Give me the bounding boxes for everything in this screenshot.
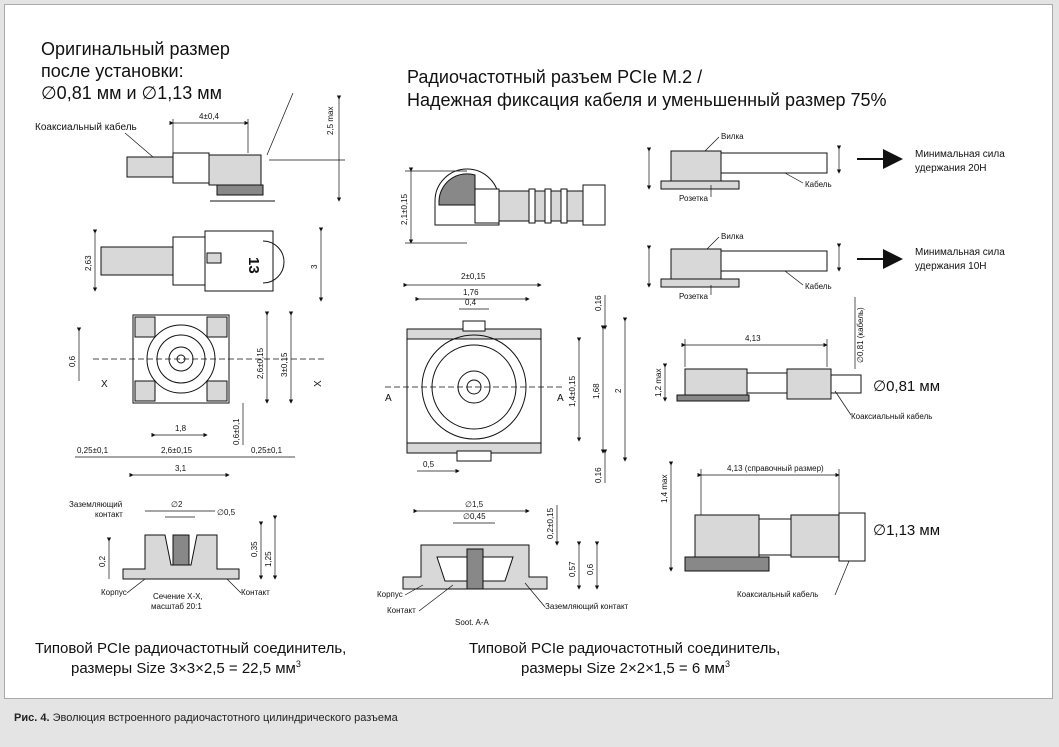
dim-263: 2,63 xyxy=(84,255,93,271)
dim-18: 1,8 xyxy=(175,424,187,433)
section-label-mid: Soot. A-A xyxy=(455,618,489,627)
dim-14max: 1,4 max xyxy=(660,475,669,503)
dim-035: 0,35 xyxy=(250,541,259,557)
dim-016t: 0,16 xyxy=(594,295,603,311)
header-left-line3: ∅0,81 мм и ∅1,13 мм xyxy=(41,83,222,103)
dim-3: 3 xyxy=(310,264,319,269)
dim-02: 0,2 xyxy=(98,555,107,567)
plug-label-1: Вилка xyxy=(721,132,744,141)
dim-05: 0,5 xyxy=(423,460,435,469)
d05-label: ∅0,5 xyxy=(217,508,236,517)
middle-front-view: 2±0,15 1,76 0,4 A A 0,16 1,4±0,15 1,68 2… xyxy=(385,272,628,483)
dim-06-mid: 0,6 xyxy=(586,563,595,575)
coax-label-2: Коаксиальный кабель xyxy=(737,590,818,599)
d045-label: ∅0,45 xyxy=(463,512,486,521)
d15-label: ∅1,5 xyxy=(465,500,484,509)
footer-right-line2: размеры Size 2×2×1,5 = 6 мм3 xyxy=(521,659,730,677)
plug-label-2: Вилка xyxy=(721,232,744,241)
a-left: A xyxy=(385,393,392,404)
dim-176: 1,76 xyxy=(463,288,479,297)
right-081-view: 4,13 ∅0,81 (кабель) 1,2 max ∅0,81 мм Коа… xyxy=(654,297,940,421)
force-10-line2: удержания 10Н xyxy=(915,261,987,272)
d081-label: ∅0,81 мм xyxy=(873,378,940,395)
dim-025l: 0,25±0,1 xyxy=(77,446,109,455)
dim-14: 1,4±0,15 xyxy=(568,375,577,407)
left-top-view: 13 2,63 3 xyxy=(84,227,324,302)
socket-label-2: Розетка xyxy=(679,292,708,301)
dim-26b: 2,6±0,15 xyxy=(161,446,193,455)
dim-4: 4±0,4 xyxy=(199,112,220,121)
dim-057: 0,57 xyxy=(568,561,577,577)
section-label-1: Сечение X-X, xyxy=(153,592,203,601)
socket-label-1: Розетка xyxy=(679,194,708,203)
middle-section-view: ∅1,5 ∅0,45 0,2±0,15 0,57 0,6 Корпус Конт… xyxy=(377,500,629,627)
dim-21: 2,1±0,15 xyxy=(400,193,409,225)
coax-label-1: Коаксиальный кабель xyxy=(851,412,932,421)
force-10-line1: Минимальная сила xyxy=(915,247,1005,258)
header-right-line1: Радиочастотный разъем PCIe M.2 / xyxy=(407,67,702,87)
force-20-line1: Минимальная сила xyxy=(915,149,1005,160)
dim-25max: 2,5 max xyxy=(326,107,335,135)
dim-12max: 1,2 max xyxy=(654,369,663,397)
dim-2r: 2 xyxy=(614,388,623,393)
dim-06pm: 0,6±0,1 xyxy=(232,418,241,445)
left-section-view: Заземляющий контакт ∅2 ∅0,5 0,2 0,35 1,2… xyxy=(69,500,278,611)
marking-13: 13 xyxy=(245,257,262,274)
header-left-line2: после установки: xyxy=(41,61,184,81)
cable-label-1: Кабель xyxy=(805,180,832,189)
x-left: X xyxy=(101,379,108,390)
section-label-2: масштаб 20:1 xyxy=(151,602,202,611)
header-left-line1: Оригинальный размер xyxy=(41,39,230,59)
dim-025r: 0,25±0,1 xyxy=(251,446,283,455)
cable-label-2: Кабель xyxy=(805,282,832,291)
dim-413ref: 4,13 (справочный размер) xyxy=(727,464,824,473)
housing-label: Корпус xyxy=(101,588,127,597)
dim-26: 2,6±0,15 xyxy=(256,347,265,379)
left-side-view: Коаксиальный кабель 4±0,4 2,5 max xyxy=(35,92,345,202)
contact-label-mid: Контакт xyxy=(387,606,416,615)
caption-label: Рис. 4. xyxy=(14,712,50,724)
dim-125: 1,25 xyxy=(264,551,273,567)
ground-label-1: Заземляющий xyxy=(69,500,122,509)
contact-label: Контакт xyxy=(241,588,270,597)
right-113-view: 4,13 (справочный размер) 1,4 max ∅1,13 м… xyxy=(660,461,940,599)
dim-06: 0,6 xyxy=(68,355,77,367)
housing-label-mid: Корпус xyxy=(377,590,403,599)
force-20-line2: удержания 20Н xyxy=(915,163,987,174)
footer-right-line1: Типовой PCIe радиочастотный соединитель, xyxy=(469,640,780,657)
dim-016b: 0,16 xyxy=(594,467,603,483)
dim-413: 4,13 xyxy=(745,334,761,343)
dim-081k: ∅0,81 (кабель) xyxy=(856,307,865,363)
dim-04: 0,4 xyxy=(465,298,477,307)
middle-side-view: 2,1±0,15 xyxy=(400,167,606,244)
dim-2: 2±0,15 xyxy=(461,272,486,281)
x-right: X xyxy=(313,380,324,387)
header-right-line2: Надежная фиксация кабеля и уменьшенный р… xyxy=(407,90,887,110)
a-right: A xyxy=(557,393,564,404)
coax-cable-label: Коаксиальный кабель xyxy=(35,121,137,133)
d2-label: ∅2 xyxy=(171,500,183,509)
ground-label-mid: Заземляющий контакт xyxy=(545,602,629,611)
technical-drawing: Оригинальный размер после установки: ∅0,… xyxy=(35,39,1005,677)
figure-frame: Оригинальный размер после установки: ∅0,… xyxy=(4,4,1053,699)
right-plug-20n: Вилка Розетка Кабель Минимальная сила уд… xyxy=(646,132,1005,203)
right-plug-10n: Вилка Розетка Кабель Минимальная сила уд… xyxy=(646,232,1005,301)
dim-31: 3,1 xyxy=(175,464,187,473)
dim-02b: 0,2±0,15 xyxy=(546,507,555,539)
dim-168: 1,68 xyxy=(592,383,601,399)
d113-label: ∅1,13 мм xyxy=(873,522,940,539)
footer-left-line1: Типовой PCIe радиочастотный соединитель, xyxy=(35,640,346,657)
ground-label-2: контакт xyxy=(95,510,123,519)
dim-3pm: 3±0,15 xyxy=(280,352,289,377)
figure-caption: Рис. 4. Эволюция встроенного радиочастот… xyxy=(14,712,398,724)
caption-text: Эволюция встроенного радиочастотного цил… xyxy=(49,712,398,724)
left-front-view: 0,6 X X 2,6±0,15 3±0,15 1,8 0,6±0,1 0,25… xyxy=(68,311,325,478)
footer-left-line2: размеры Size 3×3×2,5 = 22,5 мм3 xyxy=(71,659,301,677)
